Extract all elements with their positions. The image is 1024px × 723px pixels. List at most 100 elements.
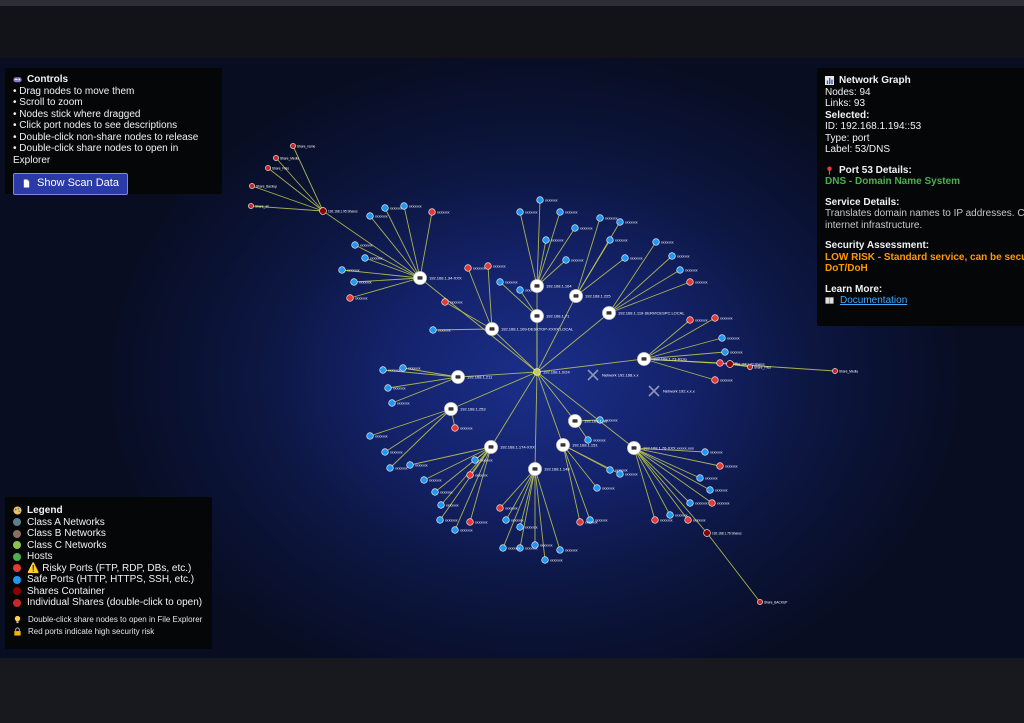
port-node[interactable]: [651, 516, 659, 524]
port-node[interactable]: [696, 474, 704, 482]
port-node[interactable]: [536, 196, 544, 204]
port-node[interactable]: [606, 466, 614, 474]
port-node[interactable]: [406, 461, 414, 469]
port-node[interactable]: [496, 504, 504, 512]
share-node[interactable]: [832, 368, 838, 374]
port-node[interactable]: [431, 488, 439, 496]
port-node[interactable]: [437, 501, 445, 509]
subnet-node[interactable]: [533, 368, 541, 376]
port-node[interactable]: [652, 238, 660, 246]
port-node[interactable]: [701, 448, 709, 456]
port-node[interactable]: [686, 278, 694, 286]
port-node[interactable]: [556, 208, 564, 216]
port-node[interactable]: [388, 399, 396, 407]
port-node[interactable]: [571, 224, 579, 232]
port-node[interactable]: [384, 384, 392, 392]
port-node[interactable]: [436, 516, 444, 524]
port-node[interactable]: [466, 471, 474, 479]
port-node[interactable]: [466, 518, 474, 526]
show-scan-data-button[interactable]: Show Scan Data: [13, 173, 128, 195]
port-node[interactable]: [471, 456, 479, 464]
port-node[interactable]: [350, 278, 358, 286]
port-node[interactable]: [346, 294, 354, 302]
share-node[interactable]: [757, 599, 763, 605]
graph-link: [349, 277, 421, 299]
port-node[interactable]: [381, 204, 389, 212]
documentation-link[interactable]: Documentation: [840, 295, 908, 306]
port-node[interactable]: [616, 470, 624, 478]
port-node[interactable]: [516, 286, 524, 294]
port-node[interactable]: [596, 416, 604, 424]
port-node[interactable]: [708, 499, 716, 507]
gamepad-icon: [13, 77, 22, 83]
port-node[interactable]: [584, 436, 592, 444]
port-node[interactable]: [706, 486, 714, 494]
port-node[interactable]: [711, 376, 719, 384]
port-node[interactable]: [596, 214, 604, 222]
port-node[interactable]: [676, 266, 684, 274]
port-node[interactable]: [718, 334, 726, 342]
port-node[interactable]: [666, 511, 674, 519]
graph-link: [292, 145, 324, 212]
port-node[interactable]: [366, 212, 374, 220]
port-details-heading: Port 53 Details:: [825, 165, 1016, 177]
port-node[interactable]: [686, 316, 694, 324]
port-node[interactable]: [556, 546, 564, 554]
port-node[interactable]: [541, 556, 549, 564]
share-node[interactable]: [747, 364, 753, 370]
port-node[interactable]: [531, 541, 539, 549]
port-node[interactable]: [428, 208, 436, 216]
port-node[interactable]: [516, 544, 524, 552]
port-node[interactable]: [381, 448, 389, 456]
port-node[interactable]: [496, 278, 504, 286]
port-node[interactable]: [516, 208, 524, 216]
port-node[interactable]: [542, 236, 550, 244]
port-node[interactable]: [668, 252, 676, 260]
port-node[interactable]: [361, 254, 369, 262]
port-node[interactable]: [616, 218, 624, 226]
port-node[interactable]: [684, 516, 692, 524]
port-node[interactable]: [716, 462, 724, 470]
port-node[interactable]: [586, 516, 594, 524]
port-node[interactable]: [576, 518, 584, 526]
port-node[interactable]: [451, 526, 459, 534]
port-node[interactable]: [621, 254, 629, 262]
port-node[interactable]: [379, 366, 387, 374]
shares-container-node[interactable]: [703, 529, 711, 537]
share-node[interactable]: [248, 203, 254, 209]
shares-container-node[interactable]: [726, 360, 734, 368]
port-node[interactable]: [464, 264, 472, 272]
port-node[interactable]: [351, 241, 359, 249]
port-node[interactable]: [420, 476, 428, 484]
port-node[interactable]: [721, 348, 729, 356]
port-node[interactable]: [451, 424, 459, 432]
port-node[interactable]: [400, 202, 408, 210]
shares-container-node[interactable]: [319, 207, 327, 215]
port-node[interactable]: [593, 484, 601, 492]
network-class-node[interactable]: [587, 369, 599, 381]
port-node[interactable]: [484, 262, 492, 270]
node-label: Share_Backup: [256, 184, 277, 188]
network-class-node[interactable]: [648, 385, 660, 397]
port-node[interactable]: [386, 464, 394, 472]
port-node[interactable]: [502, 516, 510, 524]
share-node[interactable]: [290, 143, 296, 149]
port-node[interactable]: [516, 523, 524, 531]
port-node[interactable]: [562, 256, 570, 264]
port-node[interactable]: [366, 432, 374, 440]
share-node[interactable]: [273, 155, 279, 161]
port-node[interactable]: [499, 544, 507, 552]
port-node[interactable]: [429, 326, 437, 334]
port-node[interactable]: [441, 298, 449, 306]
share-node[interactable]: [249, 183, 255, 189]
port-node[interactable]: [606, 236, 614, 244]
documentation-link-row[interactable]: Documentation: [825, 295, 1016, 307]
port-node[interactable]: [399, 364, 407, 372]
port-node[interactable]: [338, 266, 346, 274]
port-node[interactable]: [711, 314, 719, 322]
port-node[interactable]: [716, 359, 724, 367]
share-node[interactable]: [265, 165, 271, 171]
port-node[interactable]: [686, 499, 694, 507]
